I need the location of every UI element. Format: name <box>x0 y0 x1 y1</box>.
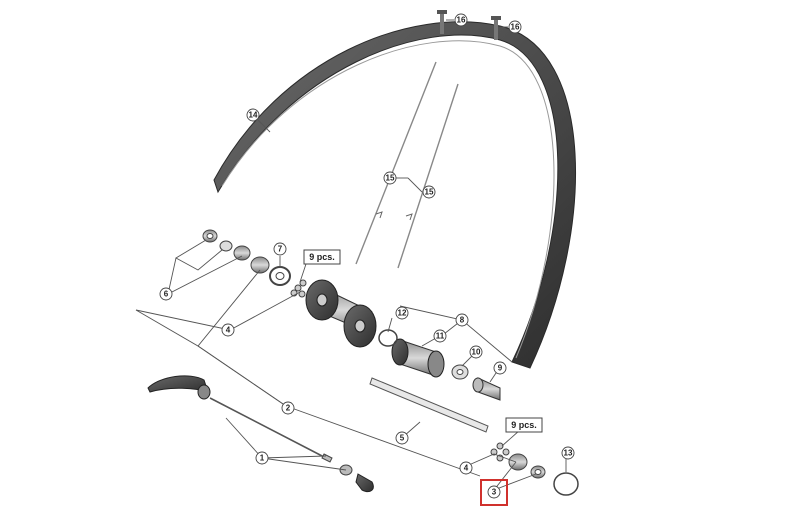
callout-4b: 4 <box>459 461 473 475</box>
callout-15a: 15 <box>383 171 397 185</box>
rim <box>213 21 576 369</box>
callout-13: 13 <box>561 446 575 460</box>
callout-15b: 15 <box>422 185 436 199</box>
callout-12: 12 <box>395 306 409 320</box>
right-cone <box>508 453 528 471</box>
svg-text:13: 13 <box>564 449 573 458</box>
svg-text:7: 7 <box>278 245 283 254</box>
quick-release-skewer <box>209 397 327 459</box>
svg-text:5: 5 <box>400 434 405 443</box>
nipples <box>437 10 501 40</box>
callout-6: 6 <box>159 287 173 301</box>
left-cone <box>233 245 251 261</box>
svg-text:4: 4 <box>226 326 231 335</box>
callout-14: 14 <box>246 108 260 122</box>
left-bearing-balls <box>290 279 307 298</box>
washer-10 <box>451 364 469 380</box>
freehub-body <box>391 338 445 378</box>
svg-text:12: 12 <box>398 309 407 318</box>
svg-text:9: 9 <box>498 364 503 373</box>
callout-11: 11 <box>433 329 447 343</box>
callout-2: 2 <box>281 401 295 415</box>
callout-4a: 4 <box>221 323 235 337</box>
quick-release-lever <box>147 375 211 400</box>
svg-text:11: 11 <box>436 332 445 341</box>
callout-16a: 16 <box>454 13 468 27</box>
hollow-axle <box>369 377 489 433</box>
hub-body <box>305 279 377 348</box>
svg-text:2: 2 <box>286 404 291 413</box>
svg-text:4: 4 <box>464 464 469 473</box>
svg-text:9 pcs.: 9 pcs. <box>309 252 335 262</box>
right-o-ring-13 <box>553 472 579 496</box>
callout-8: 8 <box>455 313 469 327</box>
svg-text:3: 3 <box>492 488 497 497</box>
callout-1: 1 <box>255 451 269 465</box>
quick-release-nut <box>339 464 374 493</box>
callout-5: 5 <box>395 431 409 445</box>
callout-7: 7 <box>273 242 287 256</box>
left-bearing-cup <box>250 256 270 274</box>
leader-lines <box>135 19 567 491</box>
svg-text:16: 16 <box>511 23 520 32</box>
quick-release-spring <box>321 453 333 463</box>
right-lock-nut <box>530 465 546 479</box>
svg-text:8: 8 <box>460 316 465 325</box>
o-ring-12 <box>378 329 398 347</box>
svg-text:1: 1 <box>260 454 265 463</box>
svg-text:9 pcs.: 9 pcs. <box>511 420 537 430</box>
qty-label-upper: 9 pcs. <box>303 249 341 265</box>
qty-label-lower: 9 pcs. <box>505 417 543 433</box>
svg-text:16: 16 <box>457 16 466 25</box>
svg-text:14: 14 <box>249 111 258 120</box>
left-lock-nut <box>202 229 218 243</box>
callout-10: 10 <box>469 345 483 359</box>
spokes <box>355 61 459 269</box>
svg-text:10: 10 <box>472 348 481 357</box>
callout-3[interactable]: 3 <box>487 485 501 499</box>
svg-text:15: 15 <box>386 174 395 183</box>
left-washer <box>219 240 233 252</box>
callout-16b: 16 <box>508 20 522 34</box>
left-dust-cap <box>269 266 291 286</box>
callout-9: 9 <box>493 361 507 375</box>
svg-text:6: 6 <box>164 290 169 299</box>
highlight-box-part-3 <box>480 479 508 506</box>
svg-text:15: 15 <box>425 188 434 197</box>
spacer-9 <box>472 377 501 401</box>
